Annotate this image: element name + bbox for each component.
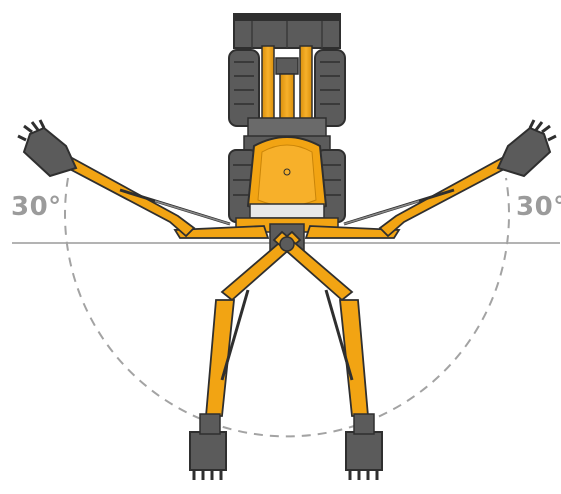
left-swing-angle-label: 30° bbox=[11, 192, 62, 222]
front-wheels bbox=[228, 49, 346, 127]
cab-roof bbox=[246, 136, 328, 219]
backhoe-arm-left-swung bbox=[17, 119, 270, 239]
swing-pivot bbox=[279, 236, 295, 252]
front-loader-bucket bbox=[233, 13, 341, 49]
loader-arms bbox=[261, 45, 313, 135]
backhoe-arm-left-down bbox=[189, 230, 302, 480]
backhoe-arm-right-down bbox=[272, 230, 383, 480]
right-swing-angle-label: 30° bbox=[516, 192, 561, 222]
backhoe-arm-right-swung bbox=[304, 119, 557, 239]
swing-range-arc bbox=[64, 177, 510, 438]
